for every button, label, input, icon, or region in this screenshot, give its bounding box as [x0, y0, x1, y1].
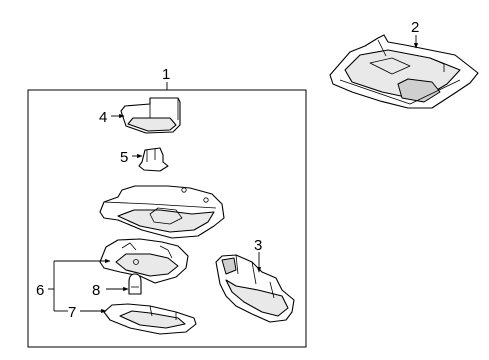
- part-4-module: [120, 97, 181, 134]
- part-3-bezel: [215, 254, 295, 323]
- callout-7: 7: [68, 304, 76, 321]
- callout-5: 5: [120, 149, 128, 166]
- part-5-switch: [138, 147, 169, 172]
- callout-2: 2: [411, 19, 419, 36]
- callout-1: 1: [162, 66, 170, 83]
- callout-4: 4: [99, 109, 107, 126]
- part-2-console-housing: [329, 34, 479, 109]
- callout-3: 3: [254, 237, 262, 254]
- part-8-bulb: [128, 273, 142, 295]
- callout-8: 8: [92, 282, 100, 299]
- part-6-lamp-housing: [99, 238, 189, 284]
- callout-6: 6: [36, 282, 44, 299]
- console-bracket: [99, 185, 225, 239]
- part-7-lens: [103, 303, 197, 335]
- leader-line-6: [48, 258, 111, 312]
